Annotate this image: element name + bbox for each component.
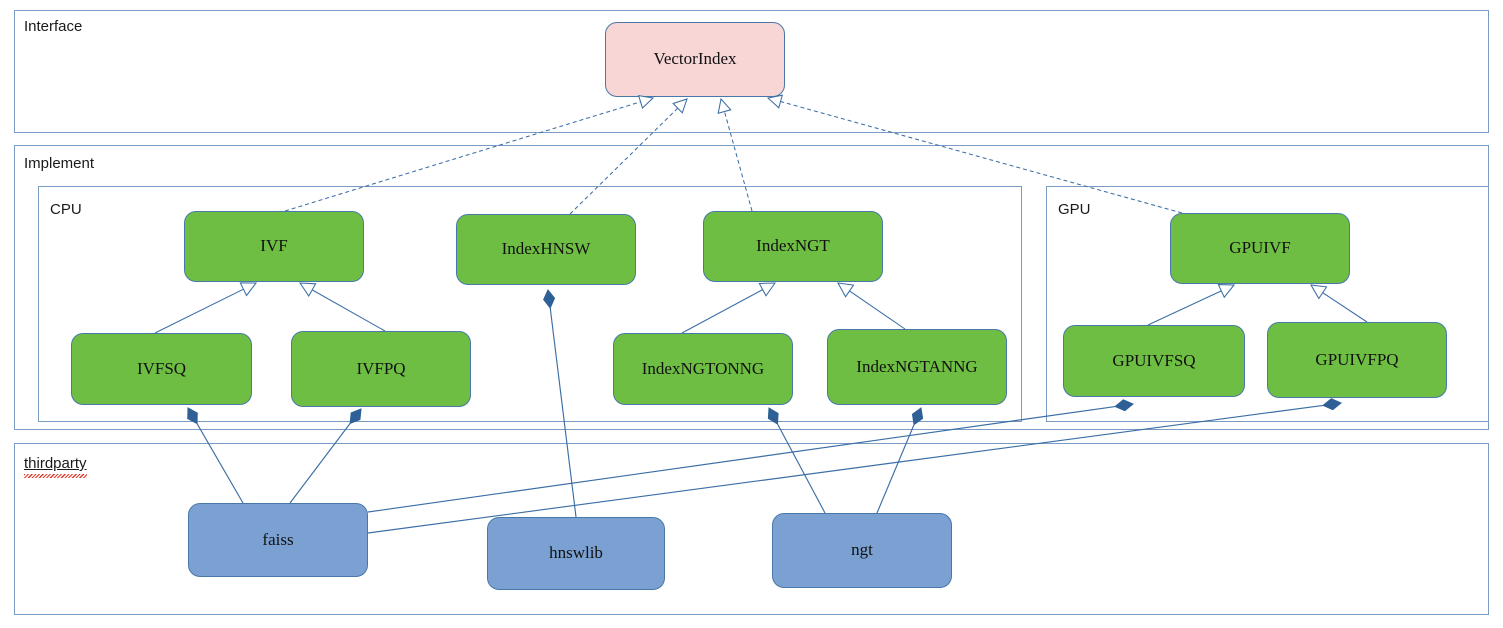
- node-indexhnsw[interactable]: IndexHNSW: [456, 214, 636, 285]
- group-label-implement: Implement: [24, 155, 95, 172]
- node-hnswlib[interactable]: hnswlib: [487, 517, 665, 590]
- group-label-thirdparty: thirdparty: [24, 455, 87, 472]
- node-ivf[interactable]: IVF: [184, 211, 364, 282]
- node-gpuivfsq[interactable]: GPUIVFSQ: [1063, 325, 1245, 397]
- node-indexngtanng[interactable]: IndexNGTANNG: [827, 329, 1007, 405]
- group-label-gpu: GPU: [1058, 201, 1091, 218]
- node-gpuivf[interactable]: GPUIVF: [1170, 213, 1350, 284]
- node-indexngtonng[interactable]: IndexNGTONNG: [613, 333, 793, 405]
- group-label-cpu: CPU: [50, 201, 82, 218]
- node-ivfsq[interactable]: IVFSQ: [71, 333, 252, 405]
- node-faiss[interactable]: faiss: [188, 503, 368, 577]
- spellcheck-squiggle-icon: [24, 474, 87, 478]
- node-vectorindex[interactable]: VectorIndex: [605, 22, 785, 97]
- node-indexngt[interactable]: IndexNGT: [703, 211, 883, 282]
- node-gpuivfpq[interactable]: GPUIVFPQ: [1267, 322, 1447, 398]
- node-ivfpq[interactable]: IVFPQ: [291, 331, 471, 407]
- node-ngt[interactable]: ngt: [772, 513, 952, 588]
- group-label-interface: Interface: [24, 18, 83, 35]
